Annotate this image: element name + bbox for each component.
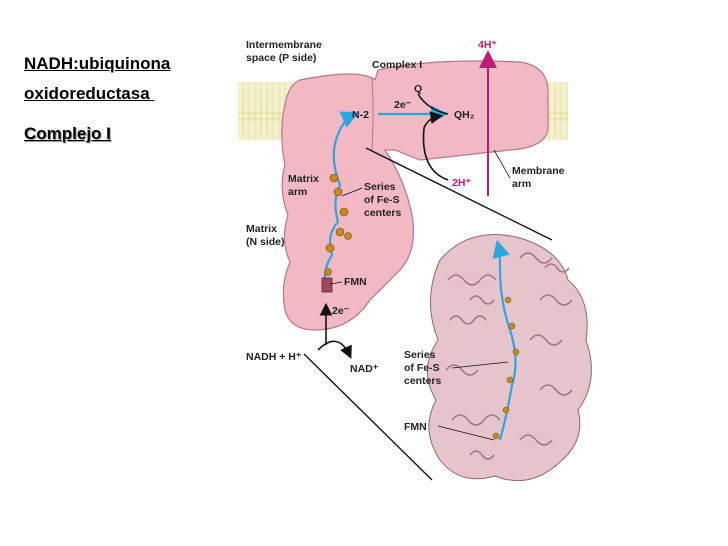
complex-i-shape xyxy=(281,60,549,331)
intermembrane-label-2: space (P side) xyxy=(246,52,316,64)
intermembrane-label-1: Intermembrane xyxy=(246,39,322,51)
qh2-label: QH₂ xyxy=(454,109,475,121)
slide-subtitle: Complejo I xyxy=(24,124,111,143)
n2-label: N-2 xyxy=(352,109,369,121)
matrix-side-label-1: Matrix xyxy=(246,223,277,235)
fes-clusters xyxy=(324,173,352,276)
two-e-top-label: 2e⁻ xyxy=(394,99,412,111)
two-e-bottom-label: 2e⁻ xyxy=(332,305,350,317)
two-h-arrow xyxy=(422,111,449,181)
slide-title-line2: oxidoreductasa xyxy=(24,84,155,103)
protein-structure xyxy=(427,234,592,482)
zoom-line-bottom xyxy=(303,353,433,481)
nad-label: NAD⁺ xyxy=(350,363,379,375)
fes-label-3: centers xyxy=(364,207,402,219)
fmn-label: FMN xyxy=(344,276,367,288)
slide-title-line1: NADH:ubiquinona xyxy=(24,54,171,73)
struct-fes-label-1: Series xyxy=(404,349,436,361)
q-label: Q xyxy=(414,83,422,95)
fes-label-2: of Fe-S xyxy=(364,194,400,206)
electron-path xyxy=(323,111,359,291)
struct-fmn-label: FMN xyxy=(404,421,427,433)
membrane-arm-label-2: arm xyxy=(512,178,531,190)
nadh-label: NADH + H⁺ xyxy=(246,351,302,363)
membrane-arm-label-1: Membrane xyxy=(512,165,565,177)
fmn-molecule xyxy=(321,277,333,293)
zoom-line-top xyxy=(365,147,553,241)
fes-label-1: Series xyxy=(364,181,396,193)
four-h-label: 4H⁺ xyxy=(478,39,497,51)
matrix-arm-label-1: Matrix xyxy=(288,173,319,185)
q-arrow xyxy=(417,93,449,115)
matrix-side-label-2: (N side) xyxy=(246,236,285,248)
struct-fes-label-3: centers xyxy=(404,375,442,387)
complex-label: Complex I xyxy=(372,59,422,71)
two-h-label: 2H⁺ xyxy=(452,177,471,189)
struct-fes-label-2: of Fe-S xyxy=(404,362,440,374)
matrix-arm-label-2: arm xyxy=(288,186,307,198)
nad-arrow xyxy=(317,340,352,359)
